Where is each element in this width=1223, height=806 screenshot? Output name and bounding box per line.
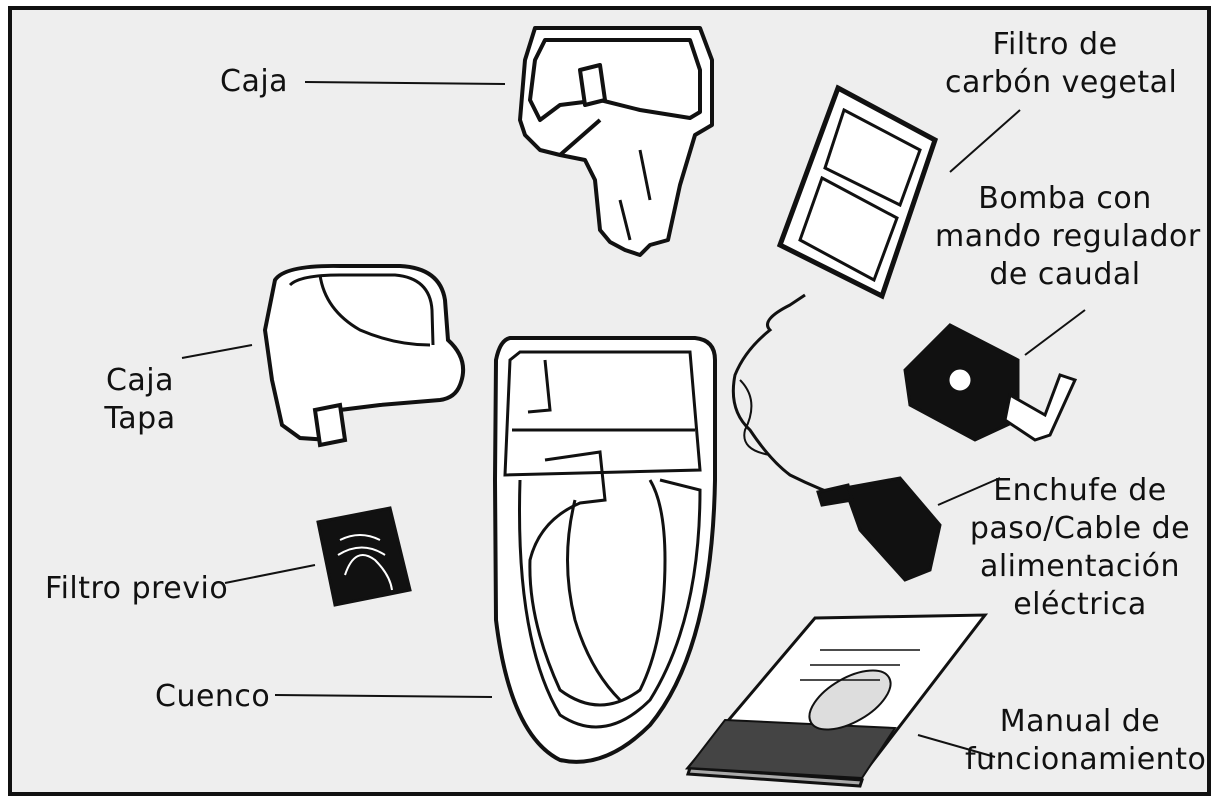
manual-part	[684, 613, 989, 788]
label-lid: Caja Tapa	[104, 363, 176, 436]
bowl-part	[492, 336, 717, 764]
label-caja: Caja	[220, 64, 289, 99]
pre-filter-part	[316, 506, 412, 607]
label-bowl: Cuenco	[155, 679, 271, 714]
power-cable	[731, 293, 851, 502]
leader-lines	[181, 81, 1086, 758]
housing-part	[518, 26, 714, 257]
label-pump: Bomba con mando regulador de caudal	[935, 181, 1201, 292]
label-charcoal-filter: Filtro de carbón vegetal	[945, 27, 1178, 100]
label-pre-filter: Filtro previo	[45, 571, 229, 606]
adapter-part	[816, 476, 942, 582]
label-manual: Manual de funcionamiento	[965, 704, 1207, 777]
label-adapter: Enchufe de paso/Cable de alimentación el…	[969, 473, 1191, 622]
pump-part	[903, 323, 1078, 442]
charcoal-filter-part	[776, 84, 939, 300]
lid-part	[262, 263, 465, 448]
